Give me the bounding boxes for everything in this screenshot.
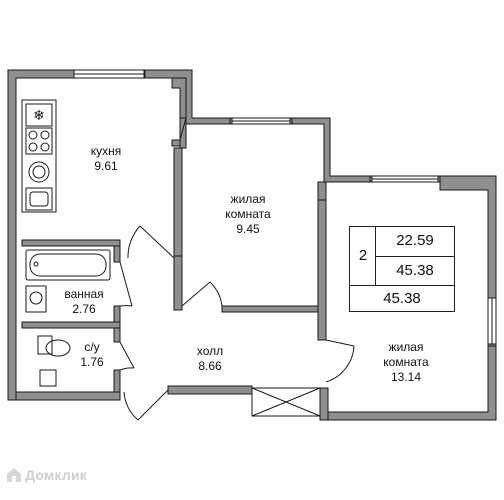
bedroom2-name-line2: комната [383,355,429,369]
rooms-count-cell: 2 [350,227,376,285]
bedroom2-name-line1: жилая [388,340,424,354]
bathroom-label: ванная 2.76 [58,287,110,317]
windows [73,69,497,345]
hall-storage [251,387,321,417]
watermark: Домклик [6,467,87,483]
bedroom1-name-line1: жилая [230,192,266,206]
kitchen-label: кухня 9.61 [82,144,130,174]
total-area-with-balcony: 45.38 [383,290,421,307]
area-summary-box: 2 22.59 45.38 45.38 [349,226,455,312]
living-area: 22.59 [396,232,434,249]
rooms-count: 2 [358,247,368,264]
hall-label: холл 8.66 [186,344,234,374]
bedroom1-label: жилая комната 9.45 [220,192,276,237]
svg-text:❄: ❄ [33,107,45,123]
divider-horizontal-2 [350,285,454,286]
watermark-text: Домклик [25,467,87,483]
hall-area: 8.66 [198,359,222,373]
bedroom2-area: 13.14 [390,370,422,384]
hall-name: холл [196,344,224,358]
kitchen-area: 9.61 [94,159,118,173]
bedroom1-area: 9.45 [236,222,260,236]
total-area: 45.38 [396,262,434,279]
walls [7,69,497,421]
house-logo-icon [7,468,21,482]
bedroom2-label: жилая комната 13.14 [376,340,436,385]
toilet-fixtures [37,335,71,387]
kitchen-fixtures: ❄ [21,99,57,213]
toilet-name: с/у [84,340,100,354]
toilet-label: с/у 1.76 [72,340,112,370]
bedroom1-name-line2: комната [225,207,271,221]
bathroom-fixtures [25,249,111,313]
toilet-area: 1.76 [80,355,104,369]
bathroom-name: ванная [64,287,104,301]
kitchen-name: кухня [90,144,122,158]
bathroom-area: 2.76 [72,302,96,316]
doors [119,225,355,421]
divider-horizontal-1 [376,256,454,257]
